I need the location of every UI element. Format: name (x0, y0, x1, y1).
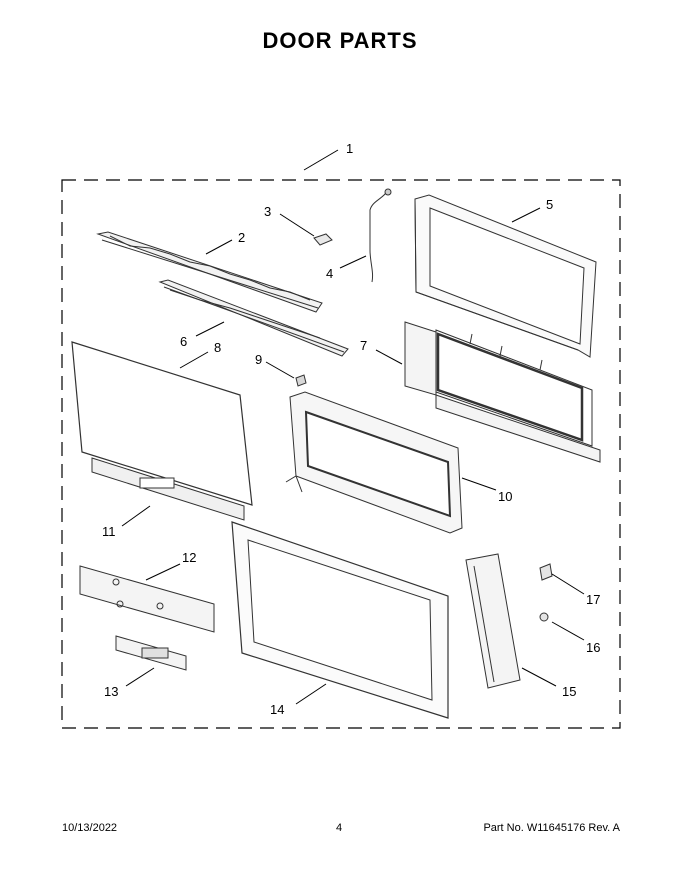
part-17-switch (539, 563, 553, 581)
part-14-trim-frame (231, 521, 449, 719)
callout-15: 15 (562, 684, 576, 699)
part-16-latch (539, 612, 549, 622)
part-5-outer-frame (414, 194, 597, 358)
callout-14: 14 (270, 702, 284, 717)
footer-part-number: Part No. W11645176 Rev. A (483, 822, 620, 834)
callout-17: 17 (586, 592, 600, 607)
leader-lines (121, 149, 585, 705)
part-9-spring (295, 374, 307, 387)
part-7-inner-panel (404, 321, 601, 463)
part-4-wire (369, 188, 392, 283)
callout-1: 1 (346, 141, 353, 156)
callout-12: 12 (182, 550, 196, 565)
callout-16: 16 (586, 640, 600, 655)
callout-3: 3 (264, 204, 271, 219)
callout-13: 13 (104, 684, 118, 699)
callout-11: 11 (102, 524, 116, 539)
part-11-panel-overlay (91, 457, 245, 521)
callout-9: 9 (255, 352, 262, 367)
footer-date: 10/13/2022 (62, 822, 118, 834)
part-6-lower-strip (158, 279, 349, 357)
callout-10: 10 (498, 489, 512, 504)
part-15-handle (465, 553, 521, 689)
page-title: DOOR PARTS (262, 28, 418, 53)
footer-page-number: 4 (336, 822, 343, 834)
part-12-bracket (79, 565, 215, 633)
callout-5: 5 (546, 197, 553, 212)
callout-2: 2 (238, 230, 245, 245)
part-8-glass-panel (71, 341, 253, 506)
callout-8: 8 (214, 340, 221, 355)
callout-4: 4 (326, 266, 333, 281)
part-13-display-board (115, 635, 187, 671)
assembly-boundary (61, 179, 621, 729)
part-2-top-strip (96, 231, 323, 313)
part-3-clip (313, 233, 333, 246)
callout-6: 6 (180, 334, 187, 349)
callout-7: 7 (360, 338, 367, 353)
part-10-door-frame (285, 391, 463, 534)
